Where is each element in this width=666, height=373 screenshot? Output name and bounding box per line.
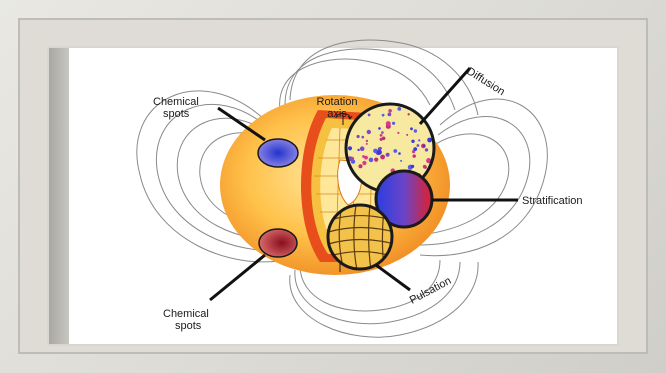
- diffusion-particle: [369, 158, 374, 163]
- diffusion-particle: [411, 165, 414, 168]
- diffusion-particle: [388, 113, 392, 117]
- diffusion-particle: [406, 134, 408, 136]
- diffusion-particle: [417, 144, 420, 147]
- diffusion-particle: [397, 132, 399, 134]
- diffusion-particle: [381, 131, 384, 134]
- diffusion-particle: [357, 149, 359, 151]
- diffusion-particle: [377, 150, 382, 155]
- diffusion-particle: [357, 135, 360, 138]
- label-rotation-axis-line1: Rotation: [317, 96, 358, 108]
- diffusion-particle: [413, 147, 417, 151]
- diffusion-particle: [360, 146, 365, 151]
- chemical-spot-top: [258, 139, 298, 167]
- diffusion-particle: [418, 139, 420, 141]
- diffusion-particle: [366, 143, 368, 145]
- diffusion-particle: [380, 138, 383, 141]
- label-chemical-spots-bottom-line1: Chemical: [163, 308, 209, 320]
- diffusion-particle: [382, 114, 385, 117]
- diffusion-particle: [366, 140, 368, 142]
- diffusion-particle: [393, 149, 397, 153]
- diffusion-particle: [408, 113, 410, 115]
- diffusion-particle: [397, 107, 401, 111]
- diffusion-particle: [388, 109, 392, 113]
- diffusion-particle: [348, 146, 352, 150]
- chemical-spot-bottom: [259, 229, 297, 257]
- label-pulsation: Pulsation: [408, 275, 454, 307]
- diffusion-particle: [410, 127, 413, 130]
- diffusion-particle: [392, 122, 395, 125]
- diffusion-particle: [351, 159, 355, 163]
- diffusion-particle: [425, 148, 428, 151]
- diffusion-particle: [386, 121, 391, 126]
- diffusion-particle: [364, 156, 368, 160]
- diffusion-particle: [367, 130, 371, 134]
- diffusion-particle: [380, 134, 383, 137]
- label-rotation-axis-line2: axis: [327, 108, 347, 120]
- diffusion-particle: [411, 140, 414, 143]
- label-chemical-spots-top-line2: spots: [163, 108, 190, 120]
- label-stratification: Stratification: [522, 195, 583, 207]
- diffusion-particle: [362, 161, 366, 165]
- pulsation-circle: [328, 205, 394, 270]
- diffusion-particle: [423, 145, 425, 147]
- diffusion-particle: [414, 129, 417, 132]
- diffusion-particle: [362, 136, 365, 139]
- diffusion-particle: [398, 152, 401, 155]
- diffusion-particle: [374, 158, 378, 162]
- diffusion-particle: [424, 166, 427, 169]
- diffusion-particle: [359, 164, 363, 168]
- label-chemical-spots-top-line1: Chemical: [153, 96, 199, 108]
- diffusion-particle: [413, 154, 416, 157]
- diffusion-particle: [378, 127, 381, 130]
- label-chemical-spots-bottom-line2: spots: [175, 320, 202, 332]
- diffusion-particle: [380, 155, 385, 160]
- diffusion-particle: [427, 138, 432, 143]
- diffusion-particle: [386, 153, 390, 157]
- diffusion-particle: [368, 114, 371, 117]
- diffusion-particle: [400, 160, 402, 162]
